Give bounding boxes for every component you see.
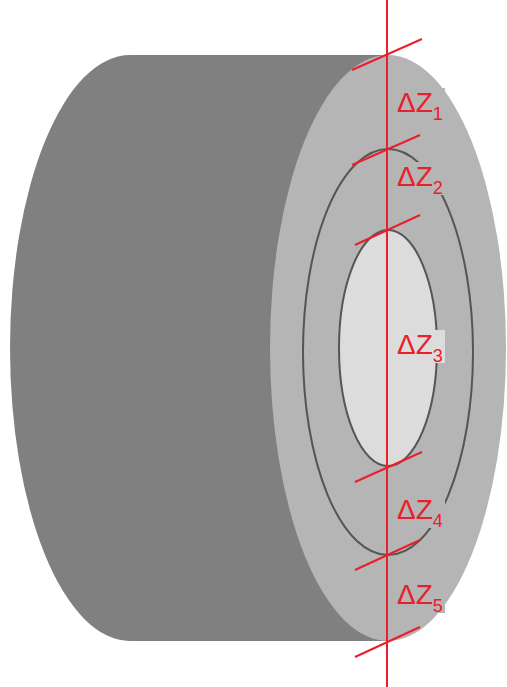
layer-label: ΔZ5 [395,580,445,613]
layer-label: ΔZ1 [395,88,445,121]
layer-label: ΔZ3 [395,330,445,363]
axis-line [386,0,388,687]
layer-label: ΔZ4 [395,495,445,528]
layer-label: ΔZ2 [395,162,445,195]
